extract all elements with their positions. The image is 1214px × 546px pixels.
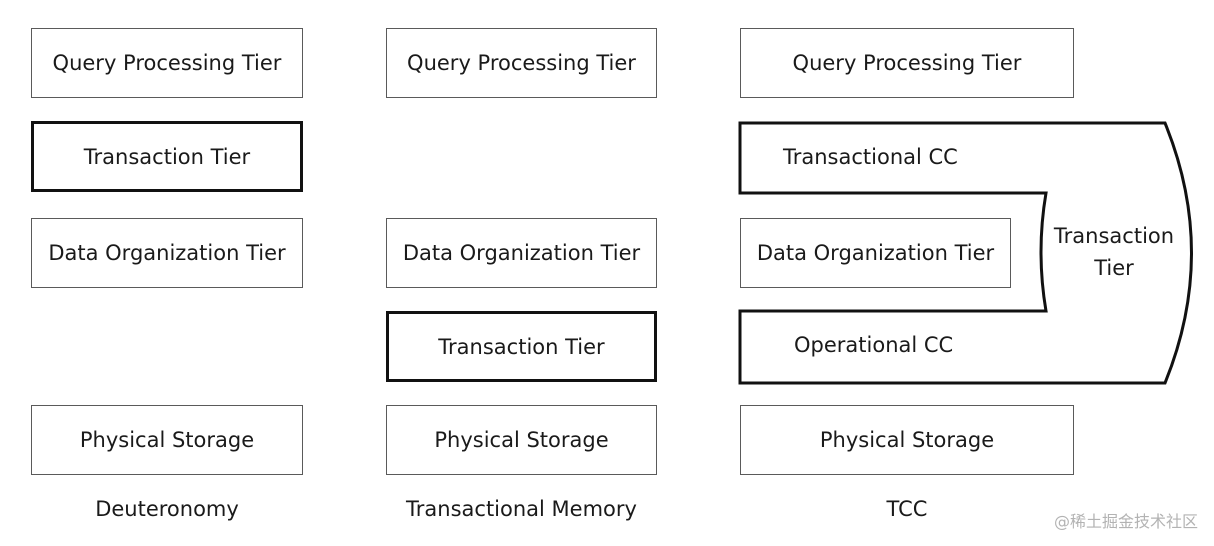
tcc-transaction-tier-outline (738, 121, 1193, 385)
deuteronomy-transaction-tier: Transaction Tier (31, 121, 303, 192)
tm-data-organization-label: Data Organization Tier (402, 241, 641, 265)
tm-physical-storage: Physical Storage (386, 405, 657, 475)
tcc-physical-storage: Physical Storage (740, 405, 1074, 475)
tcc-physical-storage-label: Physical Storage (819, 428, 995, 452)
tcc-data-organization-tier: Data Organization Tier (740, 218, 1011, 288)
tm-caption: Transactional Memory (406, 497, 637, 521)
tcc-transactional-cc-label: Transactional CC (783, 145, 958, 169)
deuteronomy-query-processing-tier: Query Processing Tier (31, 28, 303, 98)
tm-transaction-tier: Transaction Tier (386, 311, 657, 382)
tcc-data-organization-label: Data Organization Tier (756, 241, 995, 265)
deuteronomy-data-organization-label: Data Organization Tier (48, 241, 286, 265)
tcc-query-processing-tier: Query Processing Tier (740, 28, 1074, 98)
tcc-query-processing-label: Query Processing Tier (792, 51, 1022, 75)
tcc-transaction-tier-label-line1: Transaction (1053, 224, 1175, 248)
tm-data-organization-tier: Data Organization Tier (386, 218, 657, 288)
deuteronomy-query-processing-label: Query Processing Tier (52, 51, 282, 75)
tcc-caption: TCC (886, 497, 928, 521)
deuteronomy-transaction-label: Transaction Tier (83, 144, 251, 169)
tm-query-processing-tier: Query Processing Tier (386, 28, 657, 98)
tm-query-processing-label: Query Processing Tier (407, 51, 636, 75)
deuteronomy-caption: Deuteronomy (95, 497, 239, 521)
tcc-operational-cc-label: Operational CC (794, 333, 954, 357)
tcc-transaction-tier-label-line2: Tier (1094, 256, 1134, 280)
deuteronomy-physical-storage: Physical Storage (31, 405, 303, 475)
tm-transaction-label: Transaction Tier (438, 334, 605, 359)
deuteronomy-physical-storage-label: Physical Storage (79, 428, 255, 452)
tm-physical-storage-label: Physical Storage (434, 428, 609, 452)
watermark: @稀土掘金技术社区 (1053, 512, 1198, 531)
deuteronomy-data-organization-tier: Data Organization Tier (31, 218, 303, 288)
